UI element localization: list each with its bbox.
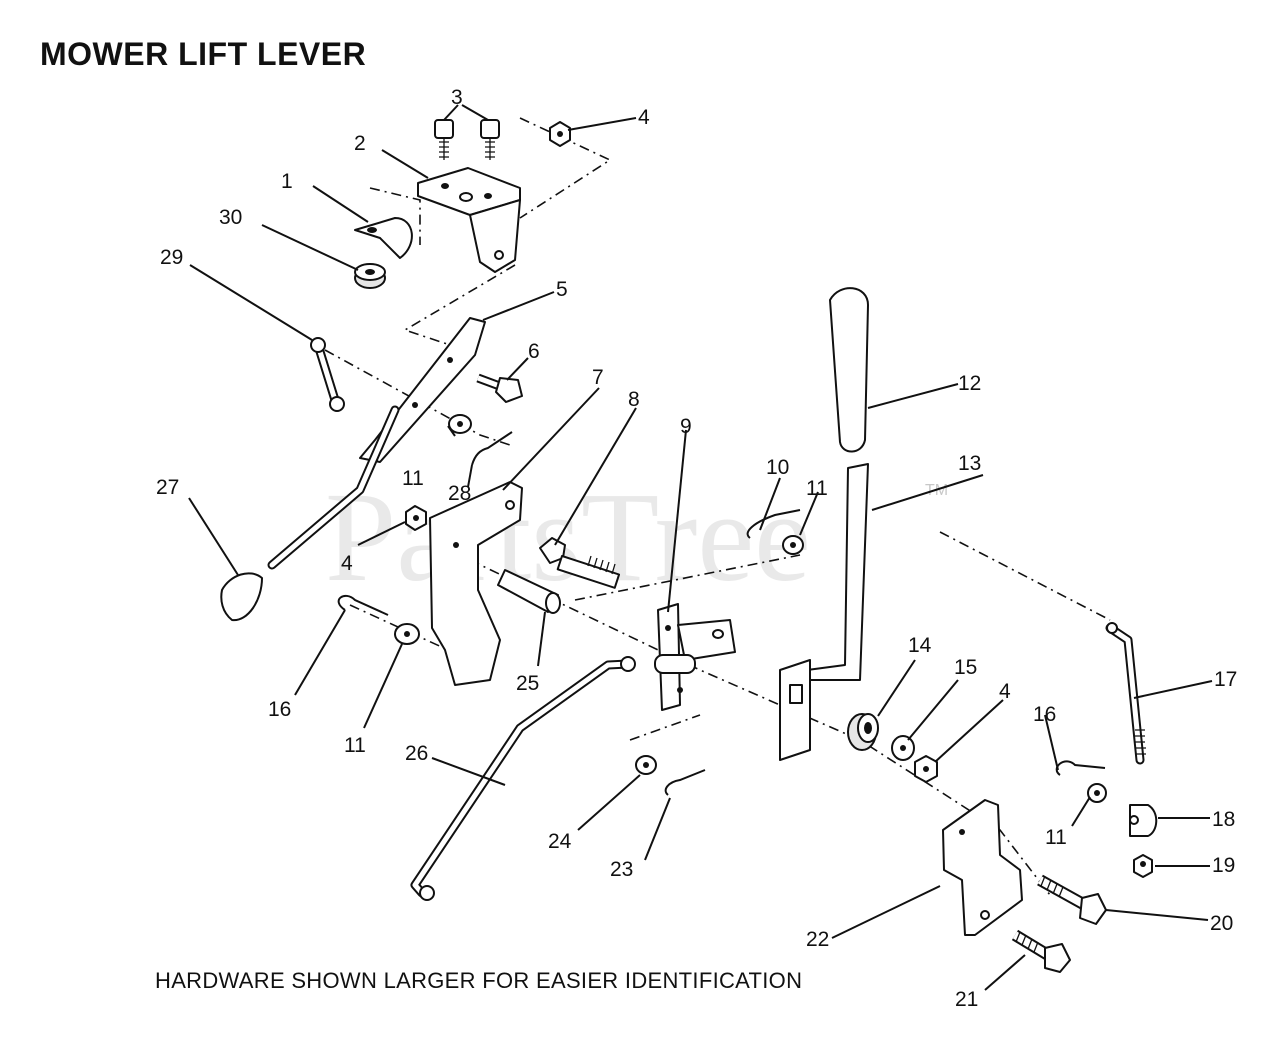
callout-24: 24 bbox=[548, 830, 572, 853]
callout-20: 20 bbox=[1210, 912, 1233, 935]
callout-3: 3 bbox=[451, 86, 463, 109]
callout-30: 30 bbox=[219, 206, 242, 229]
part-26-rod bbox=[410, 656, 636, 901]
part-2-bracket bbox=[417, 167, 521, 273]
callout-5: 5 bbox=[556, 278, 568, 301]
part-23-cotter-pin bbox=[664, 769, 706, 796]
part-16-hairpin-clip bbox=[337, 594, 389, 616]
part-21-bolt bbox=[1011, 929, 1071, 973]
part-13-lever bbox=[779, 463, 869, 761]
part-18-swivel bbox=[1129, 804, 1158, 837]
callout-12: 12 bbox=[958, 372, 981, 395]
part-8-bolt bbox=[539, 537, 621, 589]
part-11-washers bbox=[394, 414, 1107, 803]
callout-7: 7 bbox=[592, 366, 604, 389]
callout-25: 25 bbox=[516, 672, 539, 695]
callout-11-lower-left: 11 bbox=[344, 734, 366, 757]
part-22-bracket bbox=[942, 799, 1023, 936]
callout-11-upper-left: 11 bbox=[402, 467, 424, 490]
callout-26: 26 bbox=[405, 742, 428, 765]
callout-16-left: 16 bbox=[268, 698, 291, 721]
part-17-threaded-rod bbox=[1105, 622, 1146, 765]
callout-10: 10 bbox=[766, 456, 789, 479]
callout-6: 6 bbox=[528, 340, 540, 363]
callout-17: 17 bbox=[1214, 668, 1237, 691]
callout-labels: 3 4 2 1 30 29 5 6 7 8 9 10 11 12 13 11 2… bbox=[156, 86, 1237, 1011]
callout-11-lower-right: 11 bbox=[1045, 826, 1067, 849]
callout-9: 9 bbox=[680, 415, 692, 438]
callout-8: 8 bbox=[628, 388, 640, 411]
callout-19: 19 bbox=[1212, 854, 1235, 877]
callout-1: 1 bbox=[281, 170, 293, 193]
callout-21: 21 bbox=[955, 988, 978, 1011]
callout-15: 15 bbox=[954, 656, 977, 679]
diagram-title: MOWER LIFT LEVER bbox=[40, 36, 367, 72]
callout-23: 23 bbox=[610, 858, 633, 881]
callout-11-upper-right: 11 bbox=[806, 477, 828, 500]
part-7-arm bbox=[429, 481, 523, 686]
part-6-bolt bbox=[476, 373, 523, 403]
part-29-rod-end bbox=[310, 337, 345, 412]
callout-27: 27 bbox=[156, 476, 179, 499]
part-5-rod bbox=[267, 405, 400, 570]
part-3-bolts bbox=[434, 119, 500, 160]
part-19-nut bbox=[1133, 854, 1153, 878]
part-10-clevis-pin bbox=[746, 509, 801, 539]
part-1-clip bbox=[354, 217, 413, 259]
callout-18: 18 bbox=[1212, 808, 1235, 831]
callout-2: 2 bbox=[354, 132, 366, 155]
part-14-bushing bbox=[847, 713, 879, 751]
callout-4-top: 4 bbox=[638, 106, 650, 129]
part-24-washer bbox=[635, 755, 657, 775]
part-20-bolt bbox=[1037, 874, 1107, 925]
watermark-text: PartsTree bbox=[325, 466, 811, 608]
callout-29: 29 bbox=[160, 246, 183, 269]
callout-13: 13 bbox=[958, 452, 981, 475]
callout-leaders bbox=[188, 104, 1213, 991]
callout-14: 14 bbox=[908, 634, 932, 657]
callout-4-right: 4 bbox=[999, 680, 1011, 703]
part-4-nut-top bbox=[549, 121, 571, 147]
part-28-cotter-pin bbox=[471, 431, 513, 466]
part-12-grip bbox=[829, 287, 869, 453]
callout-28: 28 bbox=[448, 482, 471, 505]
callout-4-mid: 4 bbox=[341, 552, 353, 575]
footnote: HARDWARE SHOWN LARGER FOR EASIER IDENTIF… bbox=[155, 968, 803, 993]
callout-22: 22 bbox=[806, 928, 829, 951]
callout-16-right: 16 bbox=[1033, 703, 1056, 726]
part-25-tube bbox=[497, 569, 561, 614]
part-16-hairpin-clip-right bbox=[1055, 760, 1106, 776]
part-9-plate bbox=[654, 603, 736, 711]
part-15-washer bbox=[891, 735, 915, 761]
part-30-spacer bbox=[354, 263, 386, 289]
part-4-nut-right bbox=[914, 755, 938, 783]
part-4-nut-mid bbox=[405, 505, 427, 531]
part-27-knob bbox=[220, 572, 263, 622]
